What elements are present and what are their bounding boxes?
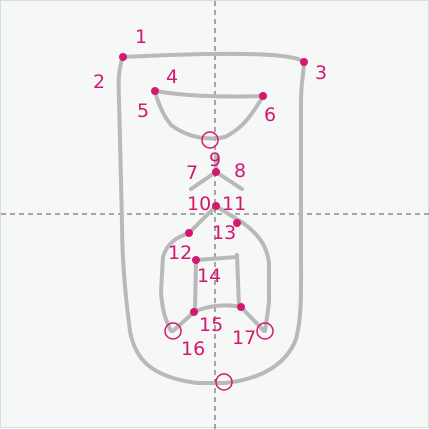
label-16: 16 [181,338,205,360]
label-9: 9 [209,149,221,171]
label-2: 2 [93,71,105,93]
point-markers [119,53,308,316]
ring-marker-bottom [215,373,233,391]
bottom-bar-stroke [192,303,243,314]
label-6: 6 [264,104,276,126]
label-15: 15 [199,314,223,336]
inner-right-stroke [235,253,241,309]
point-marker [259,92,267,100]
label-8: 8 [234,160,246,182]
point-marker [185,229,193,237]
middle-bar-stroke [194,255,239,262]
point-marker [192,256,200,264]
label-4: 4 [166,66,178,88]
point-marker [212,168,220,176]
label-1: 1 [135,26,147,48]
left-leg-stroke [159,231,191,333]
label-3: 3 [315,62,327,84]
label-13: 13 [212,222,236,244]
left-tick-stroke [171,310,196,333]
bowl-stroke [153,89,265,141]
label-14: 14 [197,265,221,287]
ring-marker-right [256,322,274,340]
label-7: 7 [186,162,198,184]
label-10: 10 [187,193,211,215]
point-marker [212,202,220,210]
point-marker [151,87,159,95]
point-marker [237,303,245,311]
point-marker [190,308,198,316]
point-marker [119,53,127,61]
inner-left-stroke [193,257,198,313]
label-11: 11 [222,193,246,215]
label-17: 17 [232,327,256,349]
ring-marker-top [201,131,219,149]
point-marker [300,58,308,66]
label-5: 5 [137,100,149,122]
point-marker [233,219,241,227]
label-12: 12 [168,242,192,264]
ring-marker-left [164,322,182,340]
right-tick-stroke [239,305,266,333]
